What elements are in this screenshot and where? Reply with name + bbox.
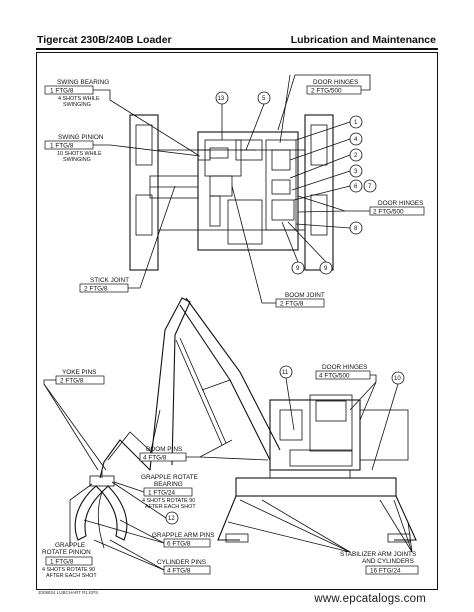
callout-swing-bearing: SWING BEARING 1 FTG/8 4 SHOTS WHILE SWIN… xyxy=(44,79,199,156)
boom-pins-title: BOOM PINS xyxy=(146,446,182,453)
side-view-machine xyxy=(74,297,417,549)
swing-bearing-note2: SWINGING xyxy=(63,102,91,108)
door-hinges-right-title: DOOR HINGES xyxy=(378,200,423,207)
swing-bearing-note1: 4 SHOTS WHILE xyxy=(58,96,100,102)
header-rule xyxy=(36,48,438,50)
swing-pinion-note1: 10 SHOTS WHILE xyxy=(57,151,102,157)
callout-stabilizer: STABILIZER ARM JOINTS AND CYLINDERS 16 F… xyxy=(227,499,419,575)
grapple-rotate-pinion-title2: ROTATE PINION xyxy=(42,549,91,556)
callout-door-hinges-top: DOOR HINGES 2 FTG/500 xyxy=(277,74,371,144)
callout-boom-pins: BOOM PINS 4 FTG/8 xyxy=(139,439,269,462)
item-10: 10 xyxy=(394,376,401,382)
stabilizer-title1: STABILIZER ARM JOINTS xyxy=(340,551,416,558)
door-hinges-cab-spec: 4 FTG/500 xyxy=(319,373,350,380)
boom-joint-title: BOOM JOINT xyxy=(285,292,325,299)
grapple-rotate-bearing-title2: BEARING xyxy=(154,481,183,488)
stabilizer-title2: AND CYLINDERS xyxy=(362,558,414,565)
item-13: 13 xyxy=(218,96,225,102)
item-4: 4 xyxy=(354,137,358,143)
page-title: Tigercat 230B/240B Loader xyxy=(37,34,172,46)
stabilizer-spec: 16 FTG/24 xyxy=(370,568,401,575)
callout-yoke-pins: YOKE PINS 2 FTG/8 xyxy=(43,369,107,471)
swing-pinion-spec: 1 FTG/8 xyxy=(50,143,74,150)
stick-joint-spec: 2 FTG/8 xyxy=(84,286,108,293)
callout-door-hinges-cab: DOOR HINGES 4 FTG/500 xyxy=(315,364,377,421)
boom-pins-spec: 4 FTG/8 xyxy=(143,455,167,462)
item-3: 3 xyxy=(354,169,358,175)
item-5: 5 xyxy=(262,96,266,102)
boom-joint-spec: 2 FTG/8 xyxy=(280,301,304,308)
item-9a: 9 xyxy=(296,266,300,272)
callout-swing-pinion: SWING PINION 1 FTG/8 10 SHOTS WHILE SWIN… xyxy=(44,134,201,163)
right-track xyxy=(304,114,334,271)
diagram-frame xyxy=(36,52,438,590)
plan-view-machine xyxy=(129,114,334,271)
callout-grapple-rotate-pinion: GRAPPLE ROTATE PINION 1 FTG/8 4 SHOTS RO… xyxy=(42,483,97,579)
item-8: 8 xyxy=(354,226,358,232)
callout-grapple-arm-pins: GRAPPLE ARM PINS 6 FTG/8 xyxy=(83,519,215,548)
grapple-rotate-bearing-note2: AFTER EACH SHOT xyxy=(145,504,196,510)
item-2: 2 xyxy=(354,153,358,159)
side-house xyxy=(269,399,361,471)
grapple-rotate-bearing-spec: 1 FTG/24 xyxy=(148,490,175,497)
plan-view-item-numbers: 13 5 1 4 2 3 6 7 8 xyxy=(215,91,377,275)
yoke-pins-title: YOKE PINS xyxy=(62,369,96,376)
cylinder-pins-title: CYLINDER PINS xyxy=(157,559,206,566)
swing-pinion-note2: SWINGING xyxy=(63,157,91,163)
item-11: 11 xyxy=(282,370,289,376)
callout-boom-joint: BOOM JOINT 2 FTG/8 xyxy=(231,185,325,308)
swing-bearing-title: SWING BEARING xyxy=(57,79,109,86)
swing-bearing-spec: 1 FTG/8 xyxy=(50,88,74,95)
side-carrier xyxy=(235,477,397,497)
grapple-rotate-pinion-note2: AFTER EACH SHOT xyxy=(46,573,97,579)
callout-stick-joint: STICK JOINT 2 FTG/8 xyxy=(79,185,176,293)
callout-door-hinges-right: DOOR HINGES 2 FTG/500 xyxy=(297,195,425,216)
grapple-arm-pins-title: GRAPPLE ARM PINS xyxy=(152,532,215,539)
door-hinges-right-spec: 2 FTG/500 xyxy=(373,209,404,216)
item-9b: 9 xyxy=(324,266,328,272)
item-6: 6 xyxy=(354,184,358,190)
swing-pinion-title: SWING PINION xyxy=(58,134,104,141)
door-hinges-top-spec: 2 FTG/500 xyxy=(311,88,342,95)
drawing-code: 2008824 LUBCHART R1.EPS xyxy=(38,590,99,595)
door-hinges-top-title: DOOR HINGES xyxy=(313,79,358,86)
grapple-rotate-pinion-note1: 4 SHOTS ROTATE 90 xyxy=(42,567,95,573)
side-view-item-numbers: 11 10 12 xyxy=(111,365,405,525)
grapple-arm-pins-spec: 6 FTG/8 xyxy=(167,541,191,548)
item-12: 12 xyxy=(168,516,175,522)
grapple-rotate-bearing-note1: 4 SHOTS ROTATE 90 xyxy=(142,498,195,504)
section-title: Lubrication and Maintenance xyxy=(290,34,436,46)
cylinder-pins-spec: 4 FTG/8 xyxy=(167,568,191,575)
watermark: www.epcatalogs.com xyxy=(314,593,426,605)
grapple-rotate-pinion-spec: 1 FTG/8 xyxy=(50,559,74,566)
callout-cylinder-pins: CYLINDER PINS 4 FTG/8 xyxy=(93,539,211,575)
callout-grapple-rotate-bearing: GRAPPLE ROTATE BEARING 1 FTG/24 4 SHOTS … xyxy=(113,474,198,510)
item-7: 7 xyxy=(368,184,372,190)
stick-joint-title: STICK JOINT xyxy=(90,277,129,284)
item-1: 1 xyxy=(354,120,358,126)
yoke-pins-spec: 2 FTG/8 xyxy=(60,378,84,385)
door-hinges-cab-title: DOOR HINGES xyxy=(322,364,367,371)
grapple-rotate-bearing-title1: GRAPPLE ROTATE xyxy=(141,474,198,481)
